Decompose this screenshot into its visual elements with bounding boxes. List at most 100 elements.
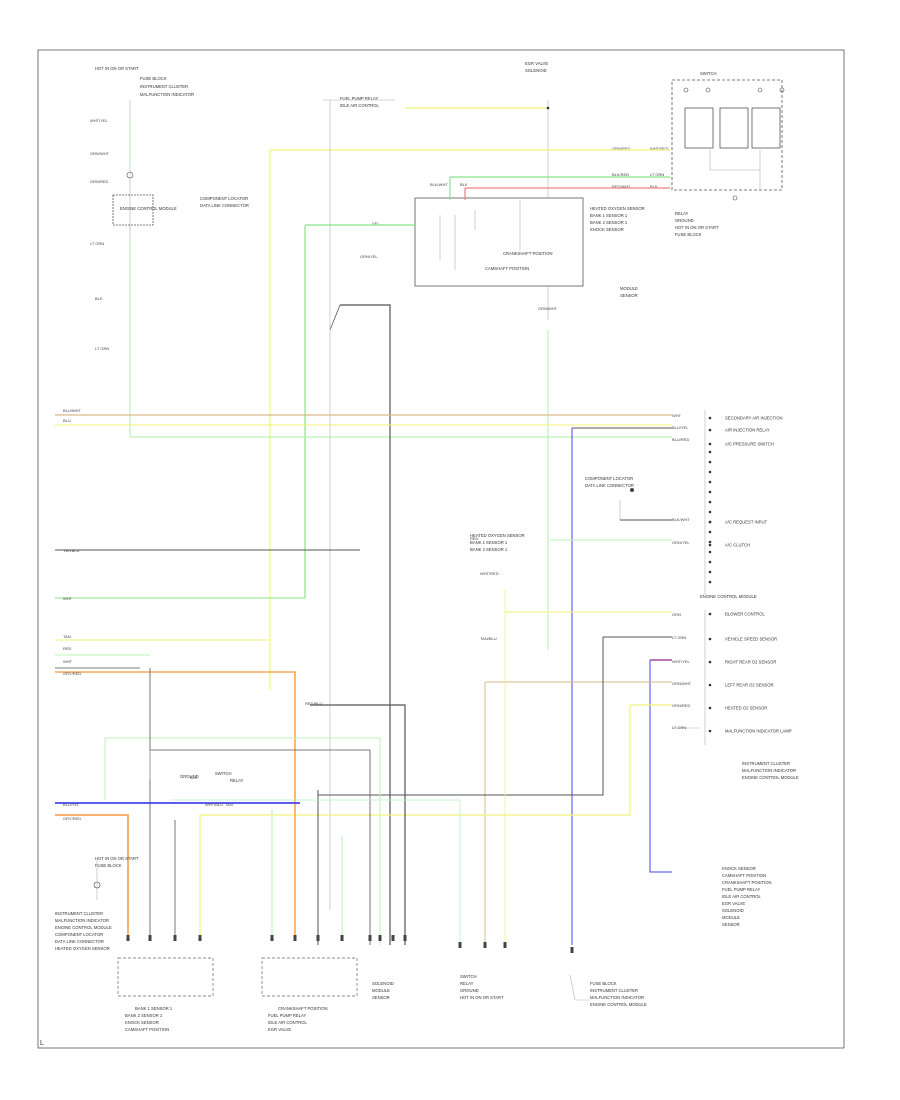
wire-color-label: BLU/YEL — [63, 802, 80, 807]
pin-function-label: HEATED O2 SENSOR — [725, 706, 767, 711]
ecm-pin — [708, 416, 712, 420]
ecm-pin — [708, 442, 712, 446]
component-label: HOT IN ON OR START — [95, 66, 139, 71]
yellow-wire — [199, 705, 631, 935]
relay-c — [751, 107, 781, 149]
wire-color-label: BLU/YEL — [672, 425, 689, 430]
wire-color-label: GRN/RED — [90, 179, 109, 184]
wire-color-label: RED/BLU — [305, 701, 322, 706]
component-label: INSTRUMENT CLUSTER — [140, 84, 188, 89]
wire-color-label: GRN/RED — [672, 703, 691, 708]
component-label: SOLENOID — [372, 981, 394, 986]
component-label: IDLE AIR CONTROL — [722, 894, 762, 899]
engine-control-module-box — [414, 197, 584, 287]
wire-color-label: BLK — [95, 296, 103, 301]
pin-function-label: VEHICLE SPEED SENSOR — [725, 637, 777, 642]
component-label: COMPONENT LOCATOR — [200, 196, 248, 201]
knock-sensor-pin — [378, 935, 382, 941]
fuse-relay-box — [671, 79, 783, 191]
bank2-sensor-box — [261, 957, 358, 997]
orange-wire — [55, 671, 296, 940]
wire-color-label: WHT/YEL — [672, 659, 691, 664]
component-label: ENGINE CONTROL MODULE — [590, 1002, 647, 1007]
component-label: FUSE BLOCK — [140, 76, 167, 81]
wire-color-label: WHT — [672, 413, 682, 418]
wire-color-label: LT GRN — [90, 241, 104, 246]
wire-color-label: LT GRN — [95, 346, 109, 351]
wire-color-label: BLK/WHT — [672, 517, 690, 522]
connector-pin — [148, 935, 152, 941]
wire-color-label: BLU/WHT — [63, 408, 82, 413]
relay-b — [719, 107, 749, 149]
ecm-pin — [708, 500, 712, 504]
wire-color-label: TAN/BLU — [480, 636, 497, 641]
pin-function-label: A/C REQUEST INPUT — [725, 520, 767, 525]
ecm-pin — [708, 570, 712, 574]
rear-sensor-pin — [483, 942, 487, 948]
component-label: HOT IN ON OR START — [460, 995, 504, 1000]
wire-color-label: GRN/WHT — [90, 151, 110, 156]
component-label: HOT IN ON OR START — [95, 856, 139, 861]
ecm-pin — [708, 550, 712, 554]
wire-color-label: LT GRN — [672, 635, 686, 640]
fuse-terminal — [779, 87, 785, 93]
fuse-terminal — [757, 87, 763, 93]
component-label: ENGINE CONTROL MODULE — [55, 925, 112, 930]
wire-color-label: GRY/RED — [63, 816, 81, 821]
pin-function-label: RIGHT REAR O2 SENSOR — [725, 660, 776, 665]
light-green-wire — [170, 799, 461, 945]
component-label: SWITCH — [215, 771, 232, 776]
component-label: FUSE BLOCK — [590, 981, 617, 986]
component-label: EGR VALVE — [722, 901, 745, 906]
component-label: DATA LINK CONNECTOR — [200, 203, 249, 208]
blue-wire — [649, 660, 672, 873]
wire-color-label: BLU — [63, 418, 71, 423]
component-label: MALFUNCTION INDICATOR — [742, 768, 796, 773]
ecm-pin — [708, 706, 712, 710]
component-label: IDLE AIR CONTROL — [268, 1020, 308, 1025]
component-label: FUEL PUMP RELAY — [722, 887, 761, 892]
orange-wire — [55, 814, 129, 940]
connector-pin — [126, 935, 130, 941]
component-label: SENSOR — [620, 293, 638, 298]
wire-color-label: YEL — [372, 221, 380, 226]
ecm-pin — [708, 543, 712, 547]
component-label: BANK 2 SENSOR 1 — [125, 1013, 163, 1018]
component-label: HOT IN ON OR START — [675, 225, 719, 230]
component-label: ENGINE CONTROL MODULE — [700, 594, 757, 599]
ground-symbol — [732, 195, 738, 201]
wire-color-label: GRN/WHT — [672, 681, 692, 686]
pin-function-label: BLOWER CONTROL — [725, 612, 765, 617]
connector-pin — [293, 935, 297, 941]
component-label: SENSOR — [372, 995, 390, 1000]
rear-sensor-pin — [458, 942, 462, 948]
ecm-pin — [708, 470, 712, 474]
component-label: MODULE — [620, 286, 638, 291]
thin-wire — [569, 974, 590, 1001]
gray-wire — [150, 749, 371, 945]
wire-color-label: WHT/RED — [480, 571, 499, 576]
wire-color-label: LT GRN — [672, 725, 686, 730]
wire-color-label: WHT/YEL — [90, 118, 109, 123]
rear-sensor-pin — [503, 942, 507, 948]
wire-color-label: BLK — [190, 775, 198, 780]
component-label: CRANKSHAFT POSITION — [503, 251, 552, 256]
component-label: MALFUNCTION INDICATOR — [140, 92, 194, 97]
ground-symbol — [630, 488, 634, 492]
pin-function-label: AIR INJECTION RELAY — [725, 428, 770, 433]
component-label: ENGINE CONTROL MODULE — [120, 206, 177, 211]
component-label: CRANKSHAFT POSITION — [722, 880, 771, 885]
wire-color-label: BLK/RED — [612, 172, 629, 177]
connector-pin — [340, 935, 344, 941]
wire-color-label: YEL/BLU — [63, 548, 80, 553]
component-label: MALFUNCTION INDICATOR — [590, 995, 644, 1000]
wire-color-label: RED — [470, 536, 479, 541]
ecm-pin — [708, 729, 712, 733]
component-label: RELAY — [460, 981, 474, 986]
wire-color-label: TAN — [225, 802, 233, 807]
component-label: HEATED OXYGEN SENSOR — [55, 946, 110, 951]
wire-color-label: BLK — [650, 184, 658, 189]
component-label: DATA LINK CONNECTOR — [585, 483, 634, 488]
component-label: COMPONENT LOCATOR — [55, 932, 103, 937]
